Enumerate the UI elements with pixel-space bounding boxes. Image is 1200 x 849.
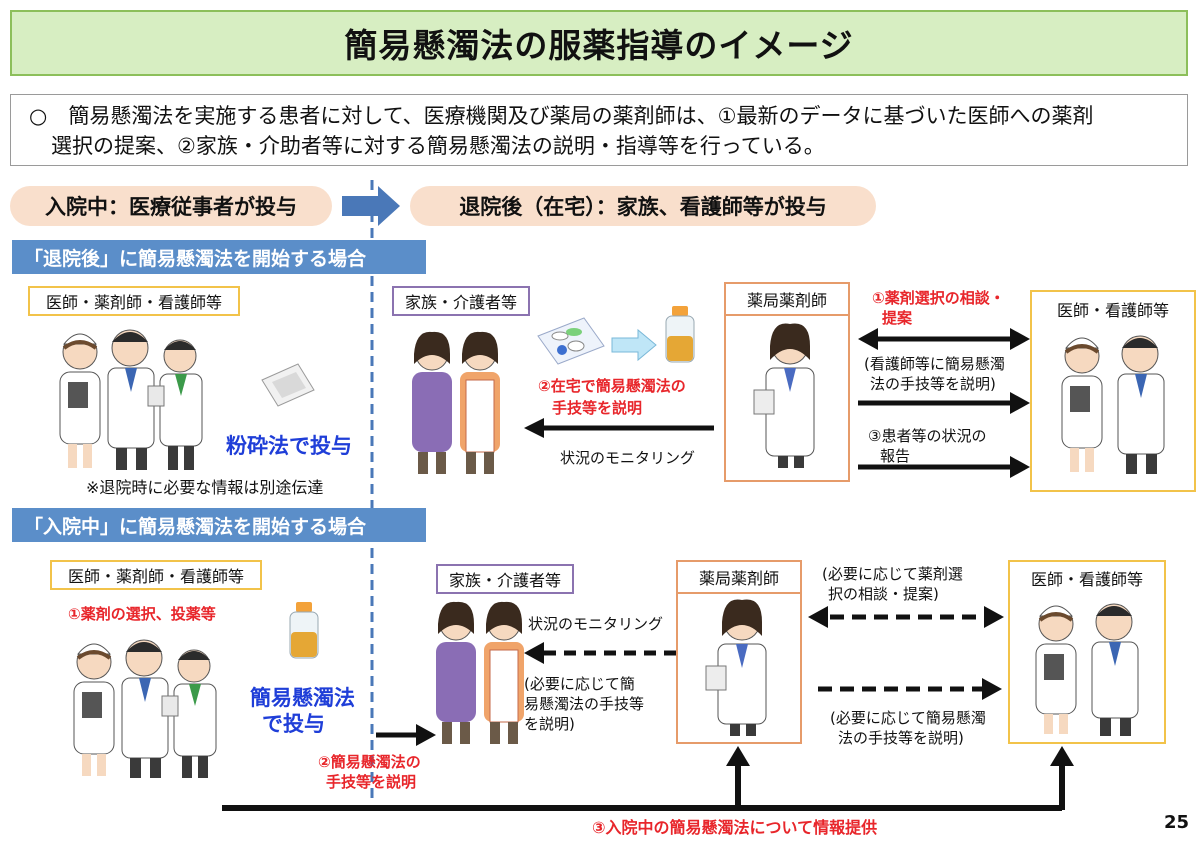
s1-explain-red-1: ②在宅で簡易懸濁法の — [538, 377, 686, 395]
convert-arrow-icon — [611, 328, 657, 362]
s1-monitoring: 状況のモニタリング — [560, 449, 696, 467]
s2-simple-label-1: 簡易懸濁法 — [250, 686, 355, 710]
s2-monitoring: 状況のモニタリング — [528, 615, 664, 633]
s2-family-box: 家族・介護者等 — [436, 564, 574, 594]
s2-doctor-nurse-box: 医師・看護師等 — [1008, 560, 1166, 744]
s2-as-needed-3: を説明) — [524, 715, 575, 733]
s2-explain-red-2: 手技等を説明 — [326, 773, 417, 791]
intro-box: ○ 簡易懸濁法を実施する患者に対して、医療機関及び薬局の薬剤師は、①最新のデータ… — [10, 94, 1188, 166]
s1-arrow-to-doctor-1 — [858, 392, 1030, 414]
s2-doctor-nurse-label: 医師・看護師等 — [1030, 570, 1143, 589]
s2-info-flow-arrows — [222, 746, 1074, 811]
pharmacist-icon-2 — [705, 599, 767, 736]
s2-arrow-to-family — [376, 724, 436, 746]
s2-explain-red-1: ②簡易懸濁法の — [318, 753, 421, 771]
section2-header-label: 「入院中」に簡易懸濁法を開始する場合 — [24, 515, 367, 538]
pharmacist-icon — [753, 323, 815, 468]
section1-header-label: 「退院後」に簡易懸濁法を開始する場合 — [24, 247, 367, 270]
s2-consult-1: (必要に応じて薬剤選 — [822, 565, 963, 583]
s1-consult-red-1: ①薬剤選択の相談・ — [872, 289, 1005, 307]
s1-hospital-staff-box: 医師・薬剤師・看護師等 — [28, 286, 240, 316]
s1-pharmacist-label: 薬局薬剤師 — [726, 284, 848, 316]
phase-divider — [370, 180, 374, 800]
title-bar: 簡易懸濁法の服薬指導のイメージ — [10, 10, 1188, 76]
s1-family-box: 家族・介護者等 — [392, 286, 530, 316]
phase-discharge-label: 退院後（在宅）：家族、看護師等が投与 — [459, 195, 827, 219]
powder-packet-icon — [261, 363, 315, 407]
s1-arrow-to-family — [524, 418, 714, 438]
phase-discharge: 退院後（在宅）：家族、看護師等が投与 — [410, 186, 876, 226]
page-title: 簡易懸濁法の服薬指導のイメージ — [344, 26, 854, 65]
s2-nurse-explain-1: (必要に応じて簡易懸濁 — [830, 709, 986, 727]
s2-hospital-staff-label: 医師・薬剤師・看護師等 — [67, 567, 244, 586]
s1-doctor-nurse-box: 医師・看護師等 — [1030, 290, 1196, 492]
s1-nurse-explain-1: (看護師等に簡易懸濁 — [864, 355, 1005, 373]
s1-arrow-to-doctor-2 — [858, 456, 1030, 478]
s2-as-needed-1: (必要に応じて簡 — [524, 675, 635, 693]
s2-nurse-explain-2: 法の手技等を説明) — [838, 729, 964, 747]
s2-info-red: ③入院中の簡易懸濁法について情報提供 — [592, 818, 878, 837]
s2-as-needed-2: 易懸濁法の手技等 — [524, 695, 645, 713]
phase-inpatient-label: 入院中：医療従事者が投与 — [45, 195, 297, 219]
page-number: 25 — [1164, 812, 1190, 833]
suspension-bottle-icon — [665, 306, 695, 363]
s2-dashed-double-arrow — [808, 606, 1004, 628]
s2-dashed-arrow-to-family — [524, 642, 682, 664]
intro-line-1: ○ 簡易懸濁法を実施する患者に対して、医療機関及び薬局の薬剤師は、①最新のデータ… — [29, 104, 1094, 128]
s1-family-label: 家族・介護者等 — [404, 293, 517, 312]
section1-header: 「退院後」に簡易懸濁法を開始する場合 — [12, 240, 426, 274]
pill-blister-icon — [537, 317, 605, 365]
s2-pharmacist-label: 薬局薬剤師 — [678, 562, 800, 594]
s2-select-red: ①薬剤の選択、投薬等 — [68, 605, 216, 623]
s2-pharmacist-box: 薬局薬剤師 — [676, 560, 802, 744]
doctor-nurse-icon — [1061, 335, 1165, 474]
s1-hospital-staff-label: 医師・薬剤師・看護師等 — [45, 293, 222, 312]
s1-consult-red-2: 提案 — [882, 309, 913, 327]
s1-report-1: ③患者等の状況の — [868, 427, 987, 445]
suspension-bottle-icon-2 — [289, 602, 319, 659]
s1-report-2: 報告 — [880, 447, 911, 465]
s2-hospital-staff-box: 医師・薬剤師・看護師等 — [50, 560, 262, 590]
s1-pharmacist-box: 薬局薬剤師 — [724, 282, 850, 482]
s1-consult-double-arrow — [858, 328, 1030, 350]
s1-note: ※退院時に必要な情報は別途伝達 — [86, 478, 324, 497]
s2-dashed-arrow-to-doctor — [818, 678, 1002, 700]
s1-nurse-explain-2: 法の手技等を説明) — [870, 375, 996, 393]
s2-family-label: 家族・介護者等 — [448, 571, 561, 590]
section2-header: 「入院中」に簡易懸濁法を開始する場合 — [12, 508, 426, 542]
s1-explain-red-2: 手技等を説明 — [552, 399, 643, 417]
s1-doctor-nurse-label: 医師・看護師等 — [1056, 301, 1169, 320]
s1-crush-label: 粉砕法で投与 — [226, 434, 352, 458]
phase-inpatient: 入院中：医療従事者が投与 — [10, 186, 332, 226]
intro-line-2: 選択の提案、②家族・介助者等に対する簡易懸濁法の説明・指導等を行っている。 — [51, 134, 825, 158]
doctor-nurse-icon-2 — [1035, 603, 1139, 736]
s2-consult-2: 択の相談・提案) — [828, 585, 939, 603]
s2-simple-label-2: で投与 — [262, 712, 325, 736]
